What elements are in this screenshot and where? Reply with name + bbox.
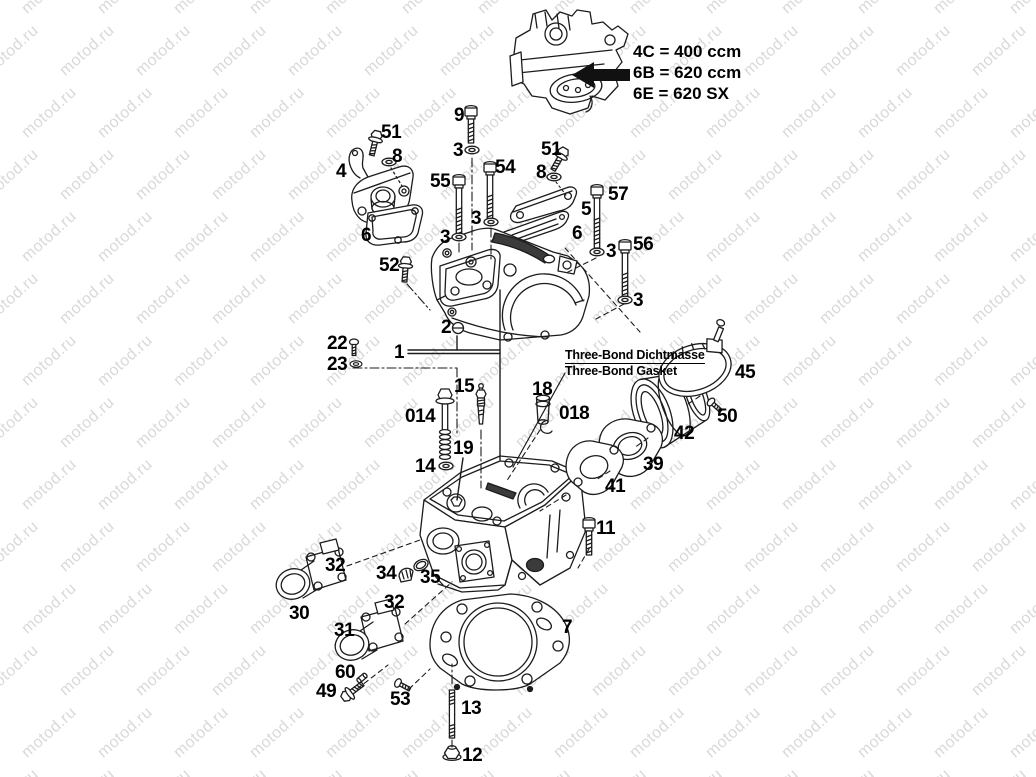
thermostat-cover-drawing	[348, 147, 424, 246]
variant-line-2: 6B = 620 ccm	[633, 63, 742, 82]
left-arrow-icon	[572, 62, 630, 88]
variant-line-3: 6E = 620 SX	[633, 84, 729, 103]
hose-clamp-drawing	[658, 318, 732, 398]
head-gasket-drawing	[429, 593, 571, 693]
three-bond-line-1: Three-Bond Dichtmasse	[565, 348, 705, 364]
valve-cover-drawing	[430, 227, 591, 342]
three-bond-note: Three-Bond Dichtmasse Three-Bond Gasket	[565, 346, 705, 379]
flange-gasket-drawing	[565, 440, 625, 496]
intake-stub-31-drawing	[334, 598, 404, 661]
variant-legend: 4C = 400 ccm 6B = 620 ccm 6E = 620 SX	[633, 41, 741, 104]
intake-stub-30-drawing	[275, 538, 347, 600]
leader-lines	[346, 157, 701, 748]
variant-line-1: 4C = 400 ccm	[633, 42, 742, 61]
cylinder-head-drawing	[419, 455, 587, 593]
plug-34-drawing	[398, 567, 414, 583]
three-bond-line-2: Three-Bond Gasket	[565, 364, 677, 378]
fasteners	[337, 104, 725, 762]
cam-plate-drawing	[500, 186, 578, 247]
oring-35-drawing	[413, 558, 429, 572]
engine-thumbnail-drawing	[509, 9, 629, 115]
